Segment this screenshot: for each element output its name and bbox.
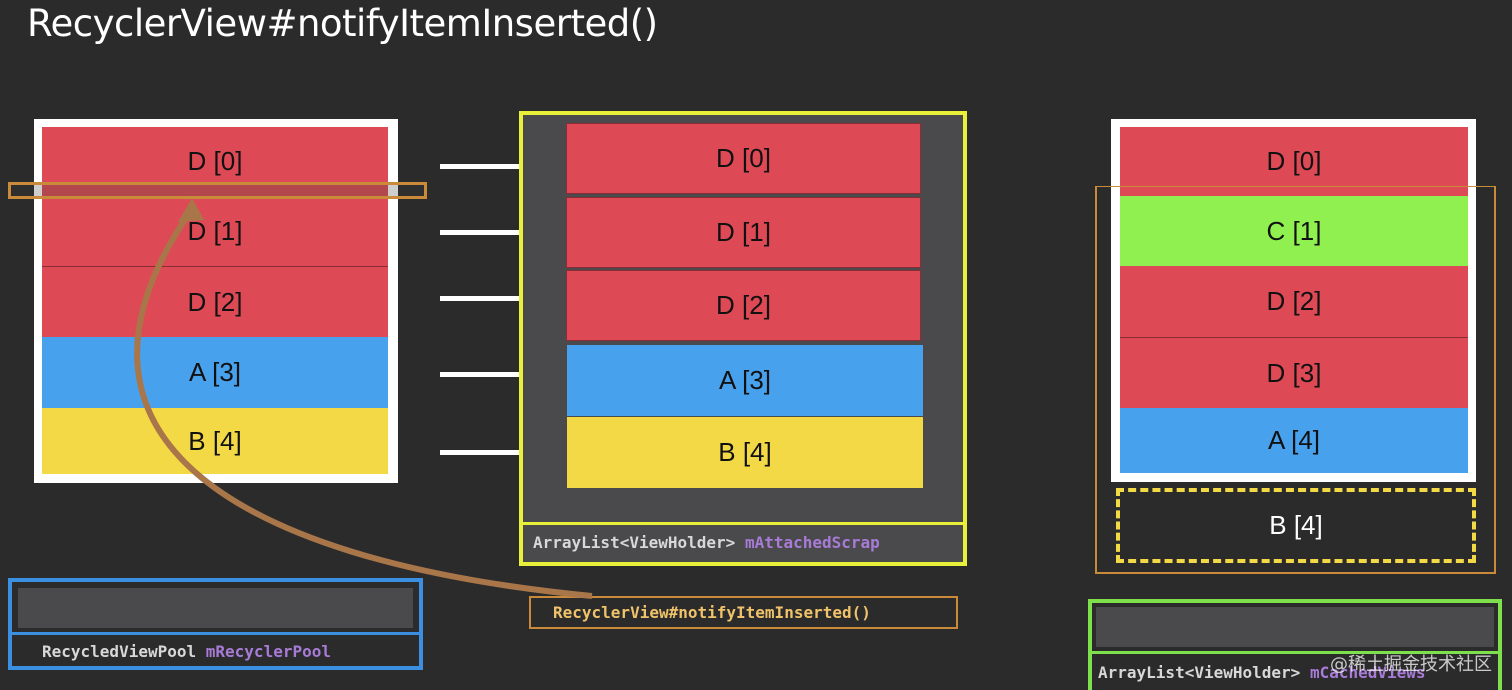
list-item: A [3] (42, 337, 388, 408)
cached-name-label: mCachedViews (1309, 663, 1426, 682)
scrap-item: D [0] (566, 123, 921, 194)
cached-item: B [4] (1116, 488, 1476, 563)
list-item: D [1] (42, 196, 388, 266)
scrap-item: D [2] (566, 270, 921, 341)
page-title: RecyclerView#notifyItemInserted() (27, 2, 658, 45)
list-item: D [2] (42, 266, 388, 337)
scrap-item: B [4] (567, 417, 923, 488)
scrap-item: A [3] (567, 345, 923, 416)
pool-slot (18, 588, 413, 628)
scrap-item: D [1] (566, 197, 921, 268)
pool-type-label: RecycledViewPool (42, 642, 197, 661)
cached-type-label: ArrayList<ViewHolder> (1098, 663, 1301, 682)
cache-outline (1095, 186, 1496, 574)
notify-label: RecyclerView#notifyItemInserted() (529, 596, 958, 629)
cached-views: ArrayList<ViewHolder> mCachedViews (1088, 599, 1502, 690)
pool-name-label: mRecyclerPool (205, 642, 331, 661)
list-item: D [2] (1120, 266, 1468, 337)
recycled-view-pool: RecycledViewPool mRecyclerPool (8, 578, 423, 670)
scrap-type-label: ArrayList<ViewHolder> (533, 533, 736, 552)
scrap-name-label: mAttachedScrap (744, 533, 880, 552)
list-item: A [4] (1120, 408, 1468, 473)
insertion-marker (8, 182, 427, 199)
cached-slot (1096, 607, 1494, 647)
list-item: D [0] (1120, 127, 1468, 196)
list-item: C [1] (1120, 196, 1468, 266)
watermark: @稀土掘金技术社区 (1330, 654, 1492, 675)
list-item: B [4] (42, 408, 388, 474)
attached-scrap-label-box: ArrayList<ViewHolder> mAttachedScrap (523, 522, 963, 558)
list-item: D [3] (1120, 337, 1468, 408)
